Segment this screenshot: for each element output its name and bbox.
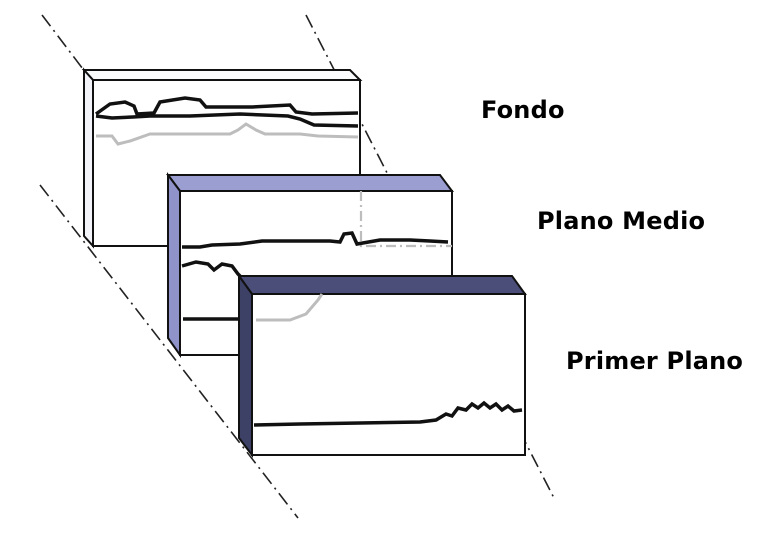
plane-background-side (83, 67, 94, 249)
plane-foreground-top (237, 275, 527, 295)
guide-line-left-lower (39, 184, 299, 519)
middle-skyline-upper (182, 231, 449, 249)
middle-ghost-outline (359, 191, 452, 248)
plane-background (81, 67, 363, 249)
plane-middle-top (166, 174, 454, 192)
background-skyline-lower (95, 112, 359, 128)
background-skyline-upper (94, 96, 359, 116)
label-fondo: Fondo (481, 96, 565, 124)
label-plano-medio: Plano Medio (537, 207, 706, 235)
foreground-ghost-skyline (256, 293, 324, 322)
plane-middle-side (167, 172, 181, 359)
plane-background-top (81, 69, 363, 81)
foreground-skyline (253, 400, 523, 427)
background-ghost-line (96, 122, 359, 146)
label-primer-plano: Primer Plano (566, 347, 744, 375)
plane-foreground (237, 272, 527, 458)
plane-foreground-face (251, 293, 526, 456)
plane-foreground-side (238, 272, 253, 458)
